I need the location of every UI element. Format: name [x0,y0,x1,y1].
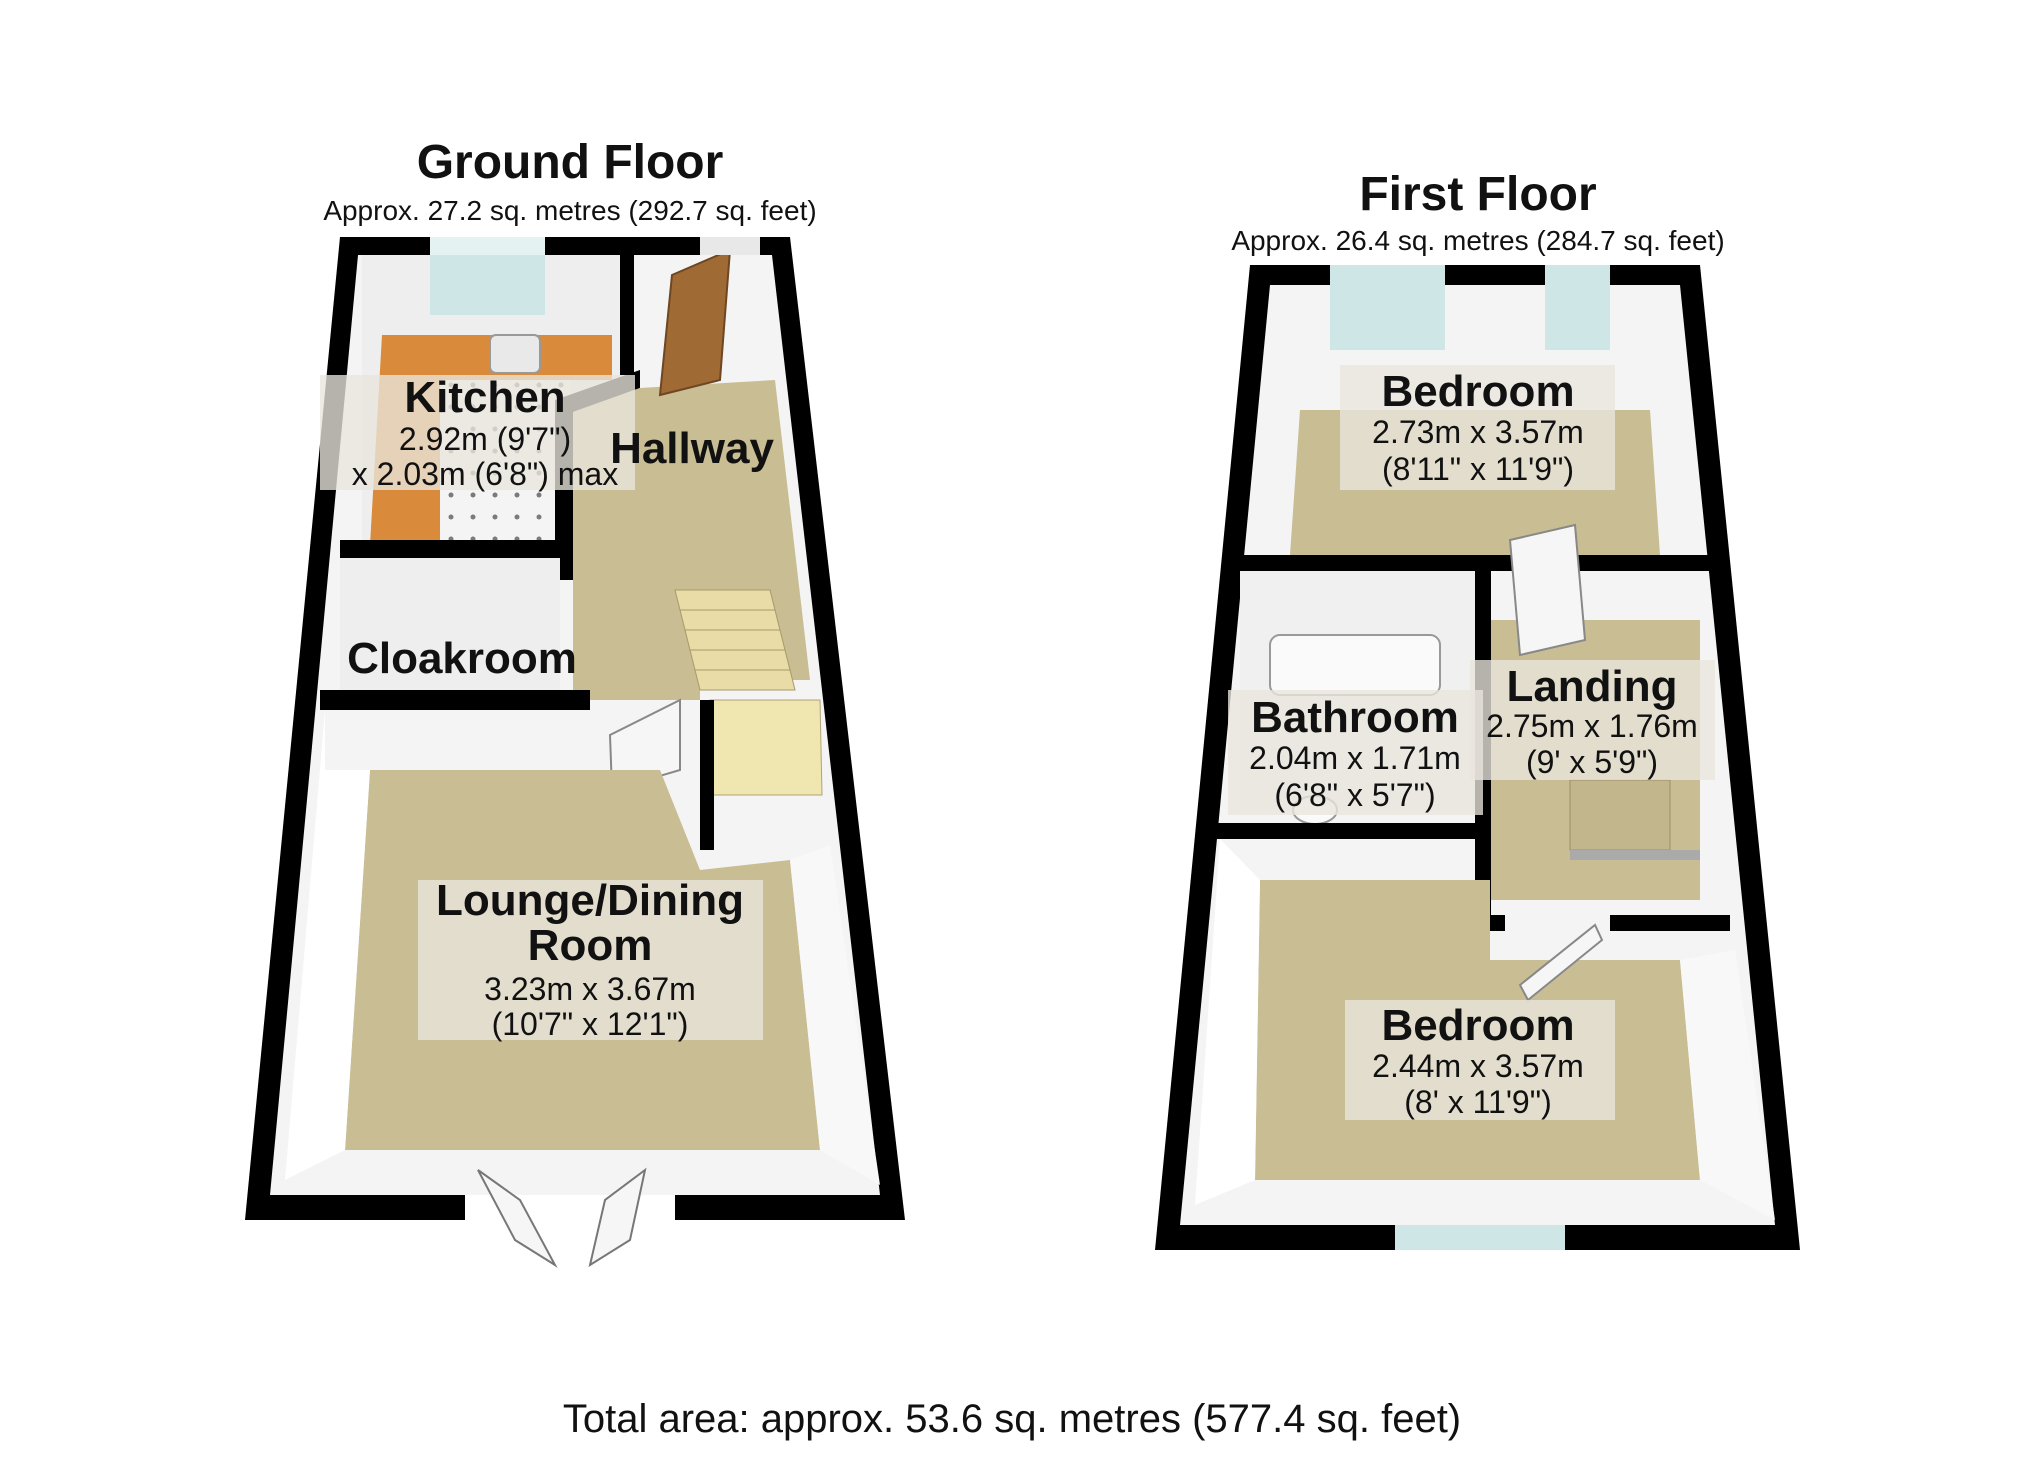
lounge-left-wall [285,710,370,1180]
ground-floor-stairs [674,589,823,796]
hallway-label: Hallway [610,424,774,473]
landing-dim1: 2.75m x 1.76m [1486,708,1698,744]
bathroom-label: Bathroom [1251,693,1459,742]
lounge-back-wall [325,710,595,770]
lounge-label-line1: Lounge/Dining [436,876,744,925]
bathroom-bottom-wall [1210,823,1480,839]
landing-door [1508,523,1587,657]
bedroom-1-dim2: (8'11" x 11'9") [1382,451,1574,487]
first-floor-area: Approx. 26.4 sq. metres (284.7 sq. feet) [1231,225,1724,256]
front-door [658,248,732,397]
landing-dim2: (9' x 5'9") [1526,744,1658,780]
bedroom-1-window-right [1545,265,1610,350]
cloakroom-label: Cloakroom [347,634,577,683]
cloakroom-area [340,558,560,698]
bedroom-2-dim2: (8' x 11'9") [1404,1084,1551,1120]
lounge-label-box [418,880,763,1040]
bathroom-label-box [1228,690,1483,815]
kitchen-wall [340,540,565,558]
kitchen-dim2: x 2.03m (6'8") max [352,456,618,492]
bedroom-2-window [1395,1225,1565,1250]
front-door-gap [700,237,760,255]
bedroom-1-dim1: 2.73m x 3.57m [1372,414,1584,450]
bedroom-2-dim1: 2.44m x 3.57m [1372,1048,1584,1084]
kitchen-dim1: 2.92m (9'7") [399,421,571,457]
bedroom-2-right-wall [1680,950,1775,1220]
bedroom-2-label-box [1345,1000,1615,1120]
bedroom-2-label: Bedroom [1381,1001,1574,1050]
french-door-left [477,1169,558,1268]
kitchen-label-box [320,375,635,490]
landing-label-box [1470,660,1715,780]
bedroom-1-wall [1225,555,1715,571]
landing-stairs [1569,779,1671,851]
bedroom-2-left-wall [1195,839,1260,1205]
bedroom-2-door [1518,923,1604,1002]
first-floor-title: First Floor [1359,168,1596,221]
bathroom-dim1: 2.04m x 1.71m [1249,740,1461,776]
kitchen-sink-icon [489,334,541,374]
bedroom-1-label-box [1340,365,1615,490]
bedroom-1-window-left [1330,265,1445,350]
landing-banister [1570,850,1700,860]
under-stair-wall [700,700,714,850]
lounge-dim2: (10'7" x 12'1") [492,1006,689,1042]
landing-label: Landing [1506,662,1677,711]
bathtub-icon [1269,634,1441,696]
kitchen-window-gap [430,237,545,255]
lounge-label-line2: Room [528,921,653,970]
total-area: Total area: approx. 53.6 sq. metres (577… [563,1397,1461,1441]
kitchen-label: Kitchen [404,373,565,422]
labels: Ground Floor Approx. 27.2 sq. metres (29… [320,136,1725,1441]
lounge-dim1: 3.23m x 3.67m [484,971,696,1007]
bedroom-1-label: Bedroom [1381,367,1574,416]
ground-floor-title: Ground Floor [417,136,724,189]
hall-partition [620,255,634,375]
cloakroom-bottom-wall [320,690,590,710]
bathroom-dim2: (6'8" x 5'7") [1274,777,1435,813]
kitchen-window [430,255,545,315]
landing-bottom-wall [1610,915,1730,931]
french-door-right [588,1167,647,1268]
lounge-right-wall [790,845,880,1185]
ground-floor-area: Approx. 27.2 sq. metres (292.7 sq. feet) [323,195,816,226]
